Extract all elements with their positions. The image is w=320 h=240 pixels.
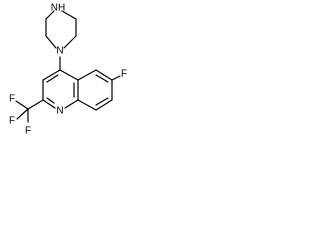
double-bond [46, 74, 59, 83]
bond [111, 75, 121, 81]
double-bond [95, 97, 109, 106]
bond [42, 69, 61, 81]
atom-label-piperazine-n: N [56, 46, 63, 57]
bond [61, 10, 77, 20]
bond [77, 99, 97, 111]
bond [16, 108, 29, 120]
bond [64, 99, 79, 109]
trifluoromethyl-group [15, 99, 44, 123]
bond [15, 100, 29, 110]
atom-label-nh: NH [51, 3, 65, 14]
atom-label-quinoline-n: N [56, 106, 63, 117]
pyridine-ring [42, 69, 79, 109]
bond [59, 69, 79, 81]
bond [63, 35, 77, 49]
bond [95, 99, 113, 111]
atom-label-fluoro: F [121, 69, 127, 80]
bond [45, 35, 57, 49]
double-bond [95, 74, 109, 83]
structure-diagram: NH N F N F F F [0, 0, 130, 140]
atom-label-cf3-f1: F [9, 94, 15, 105]
atom-label-cf3-f2: F [9, 116, 15, 127]
molecule-drawing: NH N F N F F F [9, 3, 127, 137]
double-bond [46, 97, 55, 104]
piperazine-ring [45, 10, 77, 49]
bond [42, 99, 56, 109]
bond [95, 69, 113, 81]
bond [27, 99, 44, 110]
benzene-ring [77, 69, 113, 111]
bond [77, 69, 97, 81]
bond [45, 10, 55, 20]
atom-label-cf3-f3: F [25, 126, 31, 137]
